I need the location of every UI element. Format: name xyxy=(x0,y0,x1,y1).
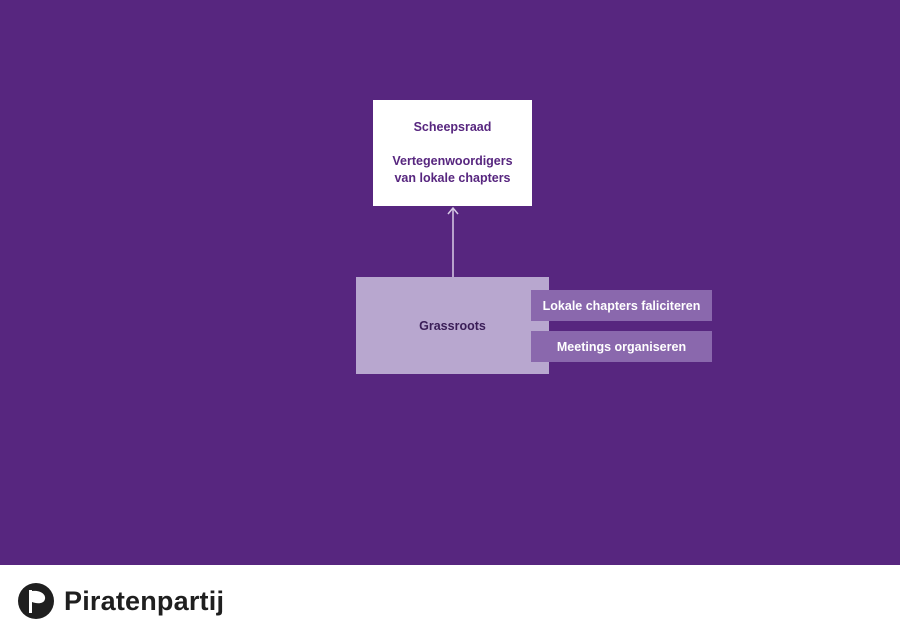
tag-label: Meetings organiseren xyxy=(556,339,687,354)
scheepsraad-description-line1: Vertegenwoordigers xyxy=(392,154,513,168)
grassroots-label: Grassroots xyxy=(419,318,486,333)
scheepsraad-title: Scheepsraad xyxy=(413,120,492,134)
tag-label: Lokale chapters faliciteren xyxy=(542,298,701,313)
piratenpartij-logo: Piratenpartij xyxy=(16,581,224,621)
tag-lokale-chapters: Lokale chapters faliciteren xyxy=(531,290,712,321)
scheepsraad-box: Scheepsraad Vertegenwoordigers van lokal… xyxy=(373,100,532,206)
pirate-flag-icon xyxy=(18,583,54,619)
logo-text: Piratenpartij xyxy=(64,585,225,616)
scheepsraad-description-line2: van lokale chapters xyxy=(394,171,511,185)
slide-background: Scheepsraad Vertegenwoordigers van lokal… xyxy=(0,0,900,565)
tag-meetings: Meetings organiseren xyxy=(531,331,712,362)
up-arrow-connector xyxy=(447,206,459,278)
grassroots-box: Grassroots xyxy=(356,277,549,374)
footer: Piratenpartij xyxy=(0,565,900,635)
